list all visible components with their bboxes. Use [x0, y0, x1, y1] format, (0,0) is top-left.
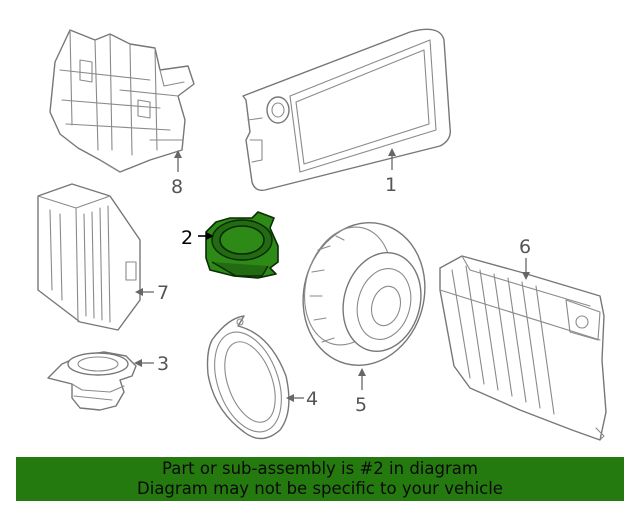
callout-3: 3	[134, 353, 169, 375]
callout-8-label: 8	[171, 176, 183, 198]
banner-line-2: Diagram may not be specific to your vehi…	[137, 479, 503, 498]
parts-diagram: 8 1 7 2	[37, 28, 607, 441]
callout-2: 2	[181, 227, 214, 249]
info-banner: Part or sub-assembly is #2 in diagram Di…	[16, 457, 624, 501]
callout-5-label: 5	[355, 394, 367, 416]
callout-8: 8	[171, 150, 183, 198]
part-1-display[interactable]	[242, 28, 451, 192]
part-5-speaker[interactable]	[287, 209, 440, 379]
part-2-speaker-highlighted[interactable]	[205, 211, 279, 279]
callout-1-label: 1	[385, 174, 397, 196]
part-7-module[interactable]	[37, 183, 141, 331]
callout-4-label: 4	[306, 388, 318, 410]
part-6-amplifier[interactable]	[439, 255, 607, 441]
callout-7: 7	[135, 282, 169, 304]
callout-3-label: 3	[157, 353, 169, 375]
callout-6-label: 6	[519, 236, 531, 258]
part-3-tweeter[interactable]	[47, 351, 137, 411]
callout-2-label: 2	[181, 227, 193, 249]
callout-6: 6	[519, 236, 531, 280]
banner-line-1: Part or sub-assembly is #2 in diagram	[162, 459, 478, 478]
callout-4: 4	[286, 388, 318, 410]
callout-1: 1	[385, 148, 397, 196]
callout-7-label: 7	[157, 282, 169, 304]
part-8-bracket[interactable]	[49, 29, 195, 173]
callout-5: 5	[355, 368, 367, 416]
part-4-trim-ring[interactable]	[202, 315, 294, 441]
